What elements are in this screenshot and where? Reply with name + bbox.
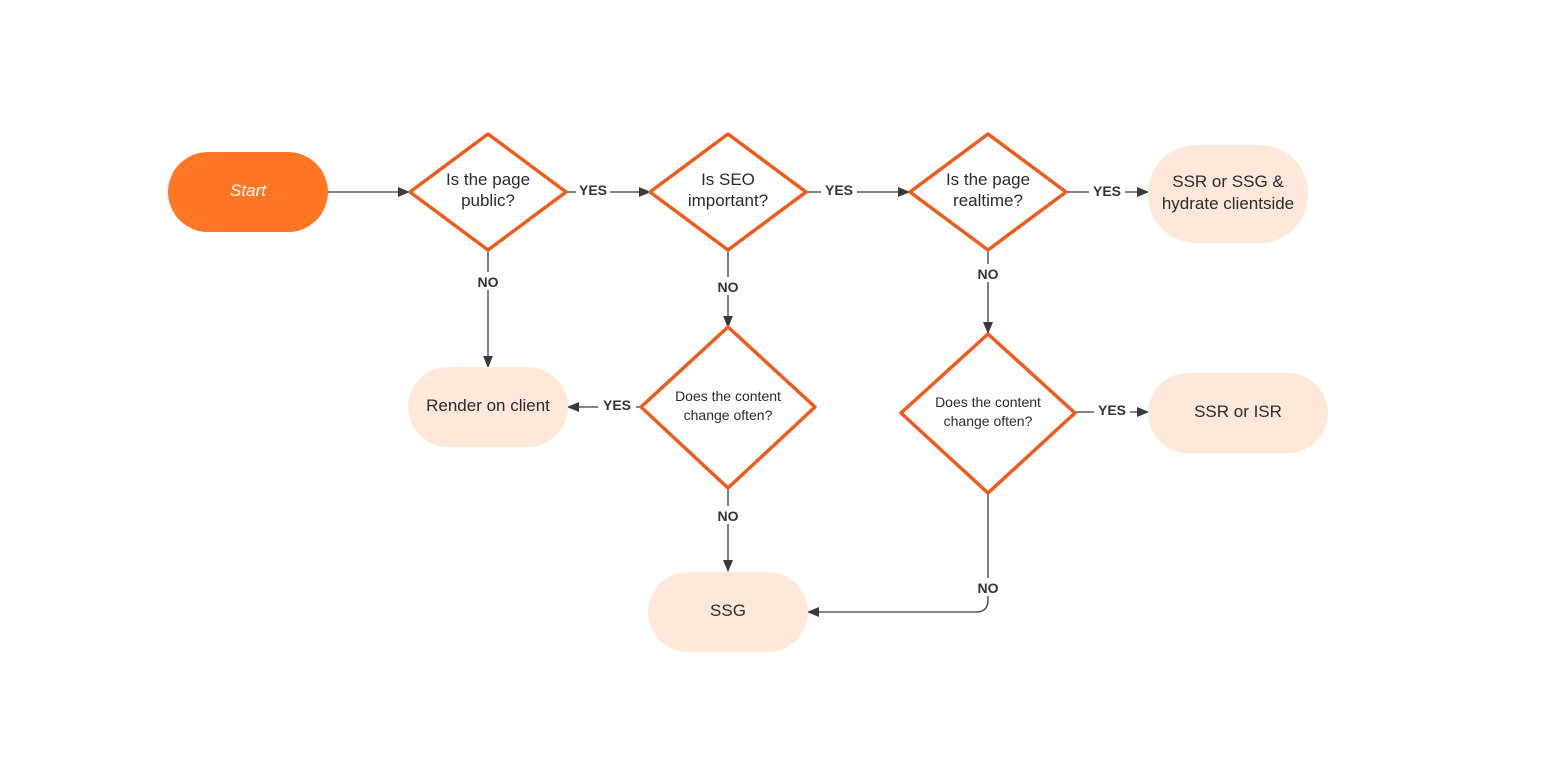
label-public-no: NO xyxy=(478,274,499,290)
decision-is-page-public-line-2: public? xyxy=(461,191,515,210)
decision-is-page-public-line-1: Is the page xyxy=(446,170,530,189)
start-label: Start xyxy=(230,181,267,200)
decision-content-change-right-line-1: Does the content xyxy=(935,394,1041,410)
label-change-right-yes: YES xyxy=(1098,402,1126,418)
edge-labels: YES YES YES NO NO NO YES NO YES NO xyxy=(474,181,1130,596)
label-change-left-no: NO xyxy=(718,508,739,524)
decision-is-page-realtime: Is the page realtime? xyxy=(908,132,1068,252)
decision-is-page-realtime-line-2: realtime? xyxy=(953,191,1023,210)
terminal-render-on-client: Render on client xyxy=(408,367,568,447)
decision-is-page-realtime-line-1: Is the page xyxy=(946,170,1030,189)
label-change-right-no: NO xyxy=(978,580,999,596)
terminal-render-on-client-label: Render on client xyxy=(426,396,550,415)
terminal-ssr-or-ssg-hydrate-line-2: hydrate clientside xyxy=(1162,194,1294,213)
decision-is-seo-important-line-2: important? xyxy=(688,191,768,210)
label-realtime-yes: YES xyxy=(1093,183,1121,199)
label-public-yes: YES xyxy=(579,182,607,198)
terminal-ssr-or-ssg-hydrate-line-1: SSR or SSG & xyxy=(1172,172,1284,191)
decision-content-change-left-line-2: change often? xyxy=(684,407,773,423)
nodes: Start Is the page public? Is SEO importa… xyxy=(168,132,1328,652)
terminal-ssr-or-ssg-hydrate: SSR or SSG & hydrate clientside xyxy=(1148,145,1308,243)
decision-is-seo-important: Is SEO important? xyxy=(648,132,808,252)
label-realtime-no: NO xyxy=(978,266,999,282)
edge-change-right-no xyxy=(807,494,989,617)
terminal-ssg-label: SSG xyxy=(710,601,746,620)
decision-is-page-public: Is the page public? xyxy=(408,132,568,252)
label-seo-yes: YES xyxy=(825,182,853,198)
terminal-ssr-or-isr-label: SSR or ISR xyxy=(1194,402,1282,421)
label-change-left-yes: YES xyxy=(603,397,631,413)
decision-content-change-right-line-2: change often? xyxy=(944,413,1033,429)
terminal-ssr-or-isr: SSR or ISR xyxy=(1148,373,1328,453)
decision-content-change-left-line-1: Does the content xyxy=(675,388,781,404)
start-node: Start xyxy=(168,152,328,232)
decision-content-change-right: Does the content change often? xyxy=(899,332,1077,495)
terminal-ssg: SSG xyxy=(648,572,808,652)
decision-content-change-left: Does the content change often? xyxy=(639,325,817,490)
label-seo-no: NO xyxy=(718,279,739,295)
decision-is-seo-important-line-1: Is SEO xyxy=(701,170,755,189)
